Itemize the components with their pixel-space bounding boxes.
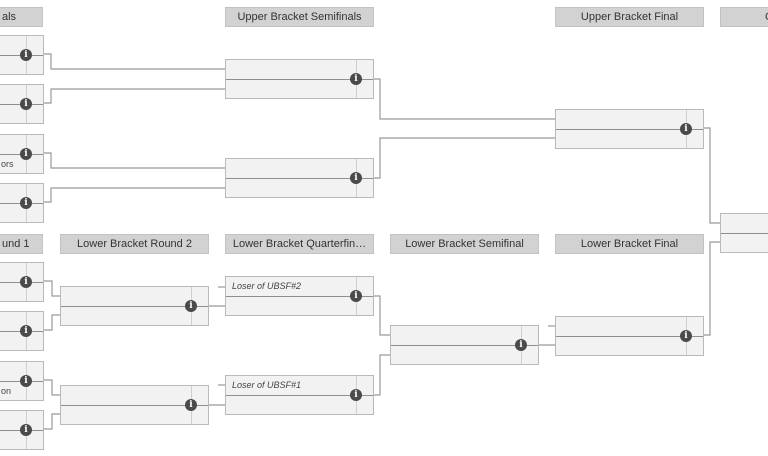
match-ub-semifinal-1[interactable]: i	[225, 59, 374, 99]
slot-placeholder: Loser of UBSF#1	[232, 380, 302, 390]
match-ub-quarterfinal-1[interactable]: i	[0, 35, 44, 75]
info-icon[interactable]: i	[350, 73, 362, 85]
match-lb-semifinal[interactable]: i	[390, 325, 539, 365]
match-ub-semifinal-2[interactable]: i	[225, 158, 374, 198]
match-lb-round1-2[interactable]: i	[0, 311, 44, 351]
header-grand-final: G	[720, 7, 768, 27]
info-icon[interactable]: i	[350, 172, 362, 184]
match-lb-round1-4[interactable]: i	[0, 410, 44, 450]
info-icon[interactable]: i	[185, 399, 197, 411]
match-lb-quarterfinal-1[interactable]: Loser of UBSF#2 i	[225, 276, 374, 316]
header-lb-semifinal: Lower Bracket Semifinal	[390, 234, 539, 254]
slot-team-name: on	[1, 386, 12, 396]
info-icon[interactable]: i	[680, 123, 692, 135]
match-ub-quarterfinal-2[interactable]: i	[0, 84, 44, 124]
info-icon[interactable]: i	[20, 276, 32, 288]
slot-team-name: ors	[1, 159, 14, 169]
match-lb-quarterfinal-2[interactable]: Loser of UBSF#1 i	[225, 375, 374, 415]
match-lb-round2-1[interactable]: i	[60, 286, 209, 326]
info-icon[interactable]: i	[20, 49, 32, 61]
info-icon[interactable]: i	[20, 325, 32, 337]
info-icon[interactable]: i	[350, 389, 362, 401]
info-icon[interactable]: i	[515, 339, 527, 351]
match-ub-quarterfinal-4[interactable]: i	[0, 183, 44, 223]
match-lb-round2-2[interactable]: i	[60, 385, 209, 425]
info-icon[interactable]: i	[20, 375, 32, 387]
header-lb-quarterfinal: Lower Bracket Quarterfin…	[225, 234, 374, 254]
header-ub-final: Upper Bracket Final	[555, 7, 704, 27]
info-icon[interactable]: i	[185, 300, 197, 312]
info-icon[interactable]: i	[20, 197, 32, 209]
slot-placeholder: Loser of UBSF#2	[232, 281, 302, 291]
match-lb-final[interactable]: i	[555, 316, 704, 356]
info-icon[interactable]: i	[350, 290, 362, 302]
match-ub-quarterfinal-3[interactable]: ors i	[0, 134, 44, 174]
info-icon[interactable]: i	[680, 330, 692, 342]
info-icon[interactable]: i	[20, 98, 32, 110]
info-icon[interactable]: i	[20, 424, 32, 436]
match-ub-final[interactable]: i	[555, 109, 704, 149]
header-ub-semifinals: Upper Bracket Semifinals	[225, 7, 374, 27]
match-lb-round1-1[interactable]: i	[0, 262, 44, 302]
header-lb-round1: und 1	[0, 234, 43, 254]
header-ub-quarterfinals: als	[0, 7, 43, 27]
info-icon[interactable]: i	[20, 148, 32, 160]
match-grand-final[interactable]	[720, 213, 768, 253]
header-lb-round2: Lower Bracket Round 2	[60, 234, 209, 254]
header-lb-final: Lower Bracket Final	[555, 234, 704, 254]
match-lb-round1-3[interactable]: on i	[0, 361, 44, 401]
